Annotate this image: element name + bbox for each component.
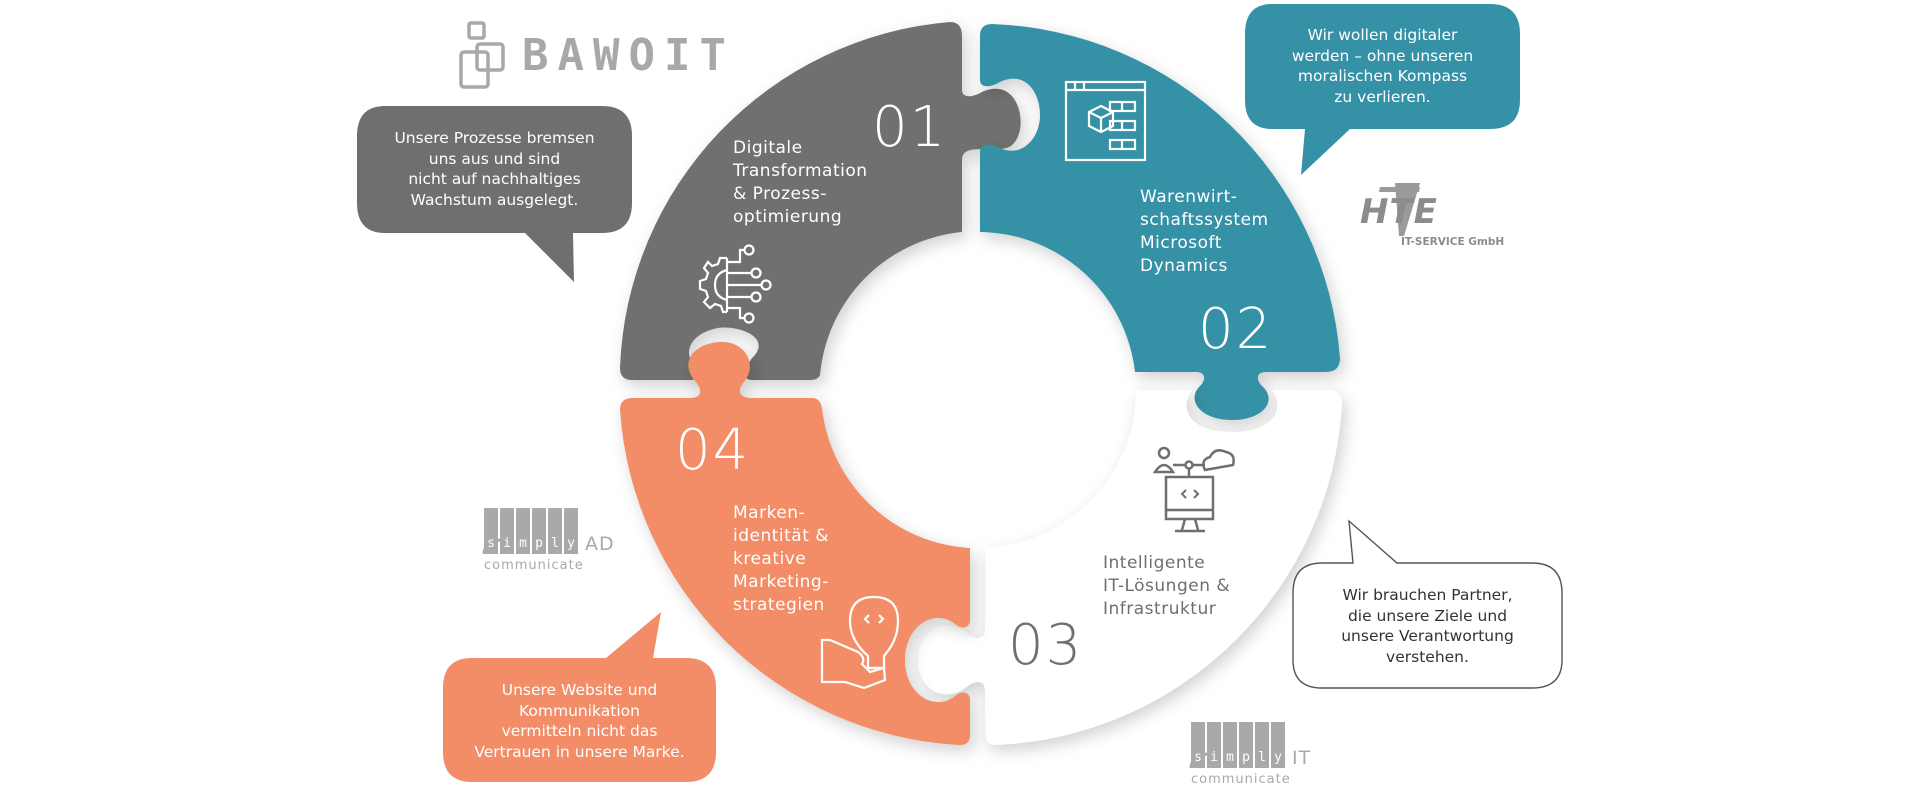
erp-window-icon xyxy=(1064,80,1147,162)
hte-logo-mark xyxy=(1379,183,1420,236)
hte-logo-subtitle: IT-SERVICE GmbH xyxy=(1401,236,1505,248)
bubble-white-text: Wir brauchen Partner, die unsere Ziele u… xyxy=(1341,586,1514,666)
piece-01-title: Digitale Transformation & Prozess- optim… xyxy=(733,138,868,227)
bubble-white-shape xyxy=(1292,519,1563,689)
bubble-orange-shape xyxy=(443,612,716,782)
bubble-teal-text: Wir wollen digitaler werden – ohne unser… xyxy=(1291,26,1474,106)
piece-01-number: 01 xyxy=(872,95,948,160)
bubble-gray-shape xyxy=(357,106,632,282)
piece-03-number: 03 xyxy=(1008,613,1084,678)
piece-04-title: Marken- identität & kreative Marketing- … xyxy=(733,503,830,615)
monitor-network-icon xyxy=(1152,446,1235,533)
piece-02-number: 02 xyxy=(1198,297,1274,362)
piece-03-title: Intelligente IT-Lösungen & Infrastruktur xyxy=(1103,553,1231,619)
piece-02-shape xyxy=(980,24,1340,420)
piece-02-title: Warenwirt- schaftssystem Microsoft Dynam… xyxy=(1140,187,1269,276)
gear-circuit-icon xyxy=(698,244,772,324)
bawoit-logo-mark xyxy=(459,21,505,89)
piece-03-shape xyxy=(918,390,1342,745)
simply-it-logo: s i m p l y IT communicate xyxy=(1191,722,1310,787)
hte-logo: HTE xyxy=(1360,192,1438,232)
bubble-gray-text: Unsere Prozesse bremsen uns aus und sind… xyxy=(394,129,595,209)
piece-04-shape xyxy=(620,341,970,746)
bubble-teal-shape xyxy=(1245,4,1520,175)
lightbulb-hand-icon xyxy=(820,595,900,690)
bawoit-logo: BAWOIT xyxy=(522,30,735,81)
simply-ad-logo: s i m p l y AD communicate xyxy=(484,508,614,573)
bubble-orange-text: Unsere Website und Kommunikation vermitt… xyxy=(474,681,685,761)
piece-01-shape xyxy=(620,22,1021,380)
piece-04-number: 04 xyxy=(675,418,751,483)
